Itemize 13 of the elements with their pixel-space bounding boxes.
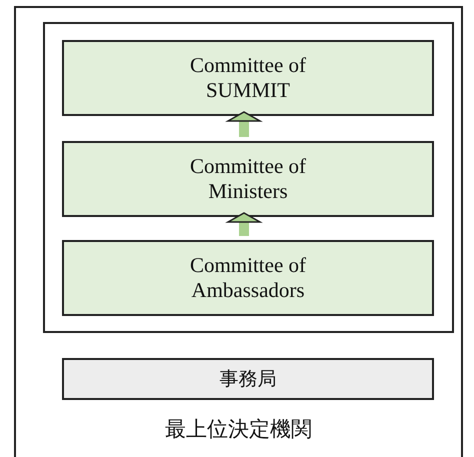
box-label: Committee of Ambassadors: [188, 252, 308, 304]
committee-box: [62, 240, 434, 316]
block-arrow: [227, 111, 261, 137]
body-caption: 最上位決定機関: [164, 416, 313, 443]
box-label: Committee of Ministers: [188, 154, 308, 204]
inner-frame: [43, 22, 454, 333]
committee-box: [62, 141, 434, 217]
committee-box: [62, 40, 434, 116]
outer-frame: [14, 6, 463, 457]
secretariat-box: [62, 358, 434, 400]
block-arrow: [227, 212, 261, 236]
box-label: 事務局: [220, 368, 276, 390]
box-label: Committee of SUMMIT: [188, 52, 308, 104]
